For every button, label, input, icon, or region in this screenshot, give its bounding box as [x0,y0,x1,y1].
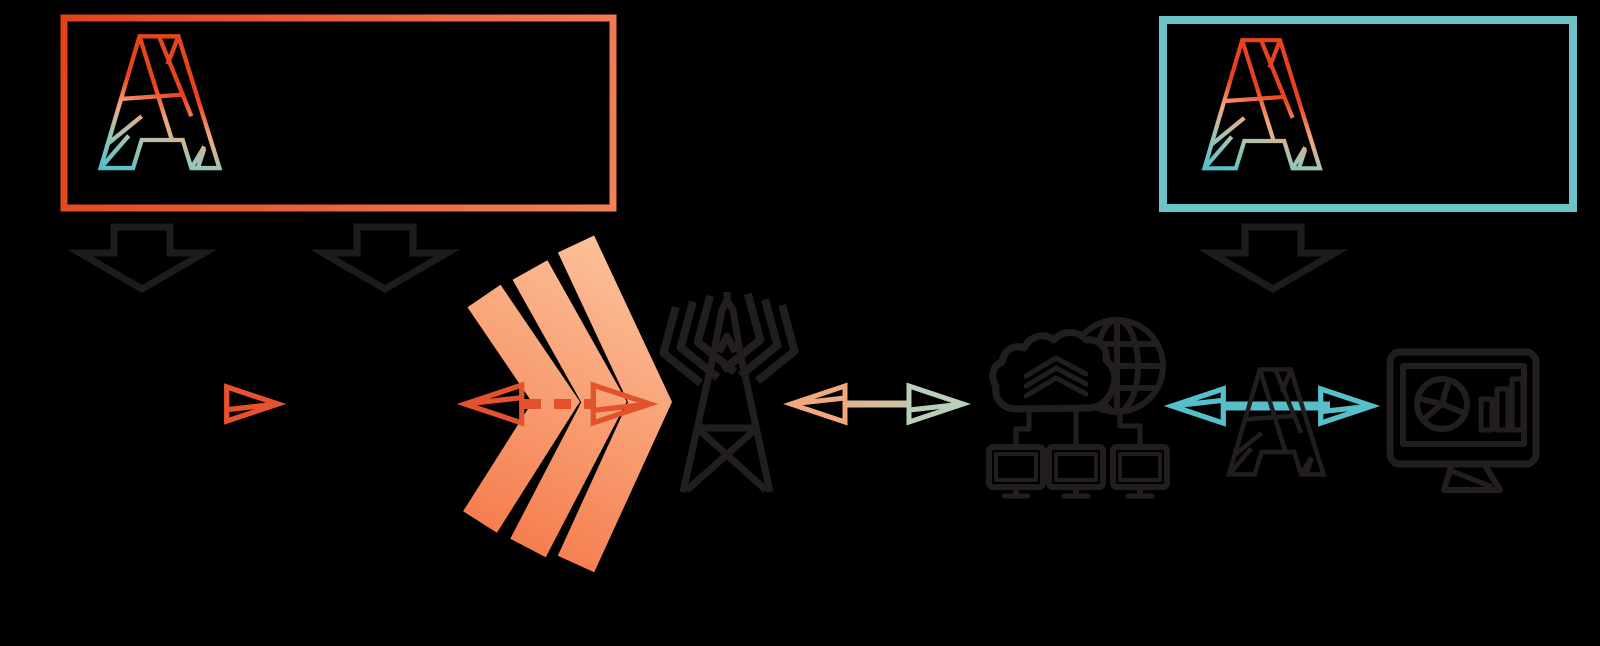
a-logo-gradient-right [1204,40,1320,168]
left-arrowhead-icon-dashed [465,385,522,423]
right-brand-box [1159,16,1577,212]
down-arrow-icon-right [1211,227,1335,289]
left-brand-box-border [60,14,617,212]
left-arrowhead-icon-teal [1172,389,1223,423]
down-arrow-icon-left-1 [80,227,204,289]
a-logo-gradient-left [101,36,220,168]
tower-antenna-notch [715,332,739,354]
bar-chart-icon [1478,376,1526,433]
dashboard-stand [1441,462,1503,493]
dashed-double-arrow [465,385,650,423]
dashboard-monitor-icon [1386,348,1540,493]
tower-brace-1 [694,425,769,493]
tower-antenna-top [710,296,744,353]
chevron-band-2 [510,260,627,558]
radio-tower-icon [659,292,799,493]
monitor-icon-3 [1110,444,1170,499]
right-brand-box-border [1159,16,1577,212]
tower-cloud-double-arrow [791,386,963,422]
monitor-icon-1 [986,444,1046,499]
left-brand-box [60,14,617,212]
signal-waves-left-icon [659,294,738,387]
signal-waves-right-icon [720,292,799,385]
a-logo-dark-icon [1229,369,1324,474]
pie-chart-icon [1414,376,1470,432]
right-arrowhead-icon-sage [909,386,963,422]
monitor-icon-2 [1046,444,1106,499]
down-arrow-icon-left-2 [323,227,447,289]
left-arrowhead-icon-peach [791,386,845,422]
cloud-chevron-lines [1023,355,1089,399]
right-arrowhead-icon-orange [227,387,278,421]
cloud-platform-icon [986,317,1170,499]
tower-brace-2 [684,425,760,493]
server-monitors-icon [986,444,1170,499]
cloud-dashboard-double-arrow [1172,389,1372,423]
dashboard-frame [1386,348,1540,468]
cloud-to-monitor-connectors [1013,406,1143,450]
